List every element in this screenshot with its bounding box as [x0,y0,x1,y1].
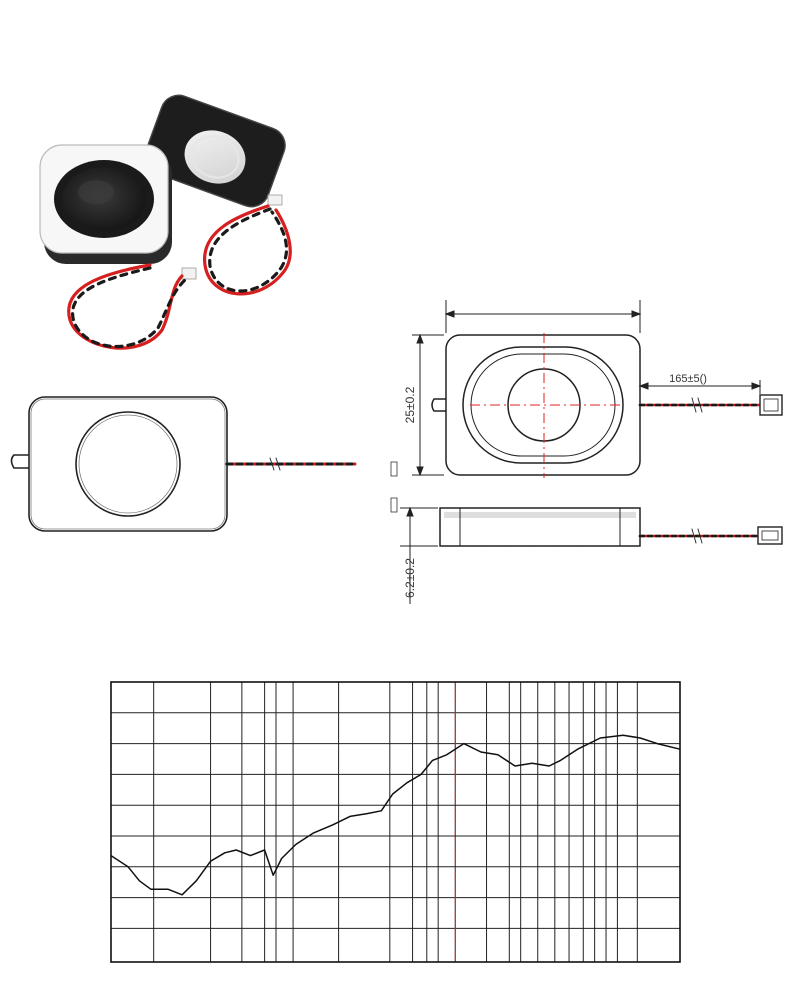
chart-series [110,734,681,896]
side-view [439,507,641,547]
speaker-black-photo [144,94,286,208]
speaker-white-photo [39,144,197,280]
side-wire [638,528,760,544]
chart-frame [110,681,681,963]
dimension-cable [638,380,762,394]
side-connector [757,526,783,545]
dimension-thickness-label: 6.2±0.2 [403,558,417,598]
outline-tab [10,454,29,469]
speaker-wires-photo [67,204,292,350]
front-wire [638,397,762,413]
front-surround [462,346,624,464]
outline-wire-left [225,457,357,471]
front-tab [431,398,446,412]
dimension-width [444,300,642,333]
dimension-thickness [400,506,438,604]
front-connector [759,394,783,416]
chart-grid [110,681,681,963]
outline-cone [75,411,181,517]
series-line-0 [110,734,681,896]
dimension-height-label: 25±0.2 [403,386,417,423]
front-center-lines [470,333,620,478]
dimension-height [412,333,444,477]
dimension-ticks [390,461,398,513]
dimension-cable-label: 165±5() [669,373,707,385]
